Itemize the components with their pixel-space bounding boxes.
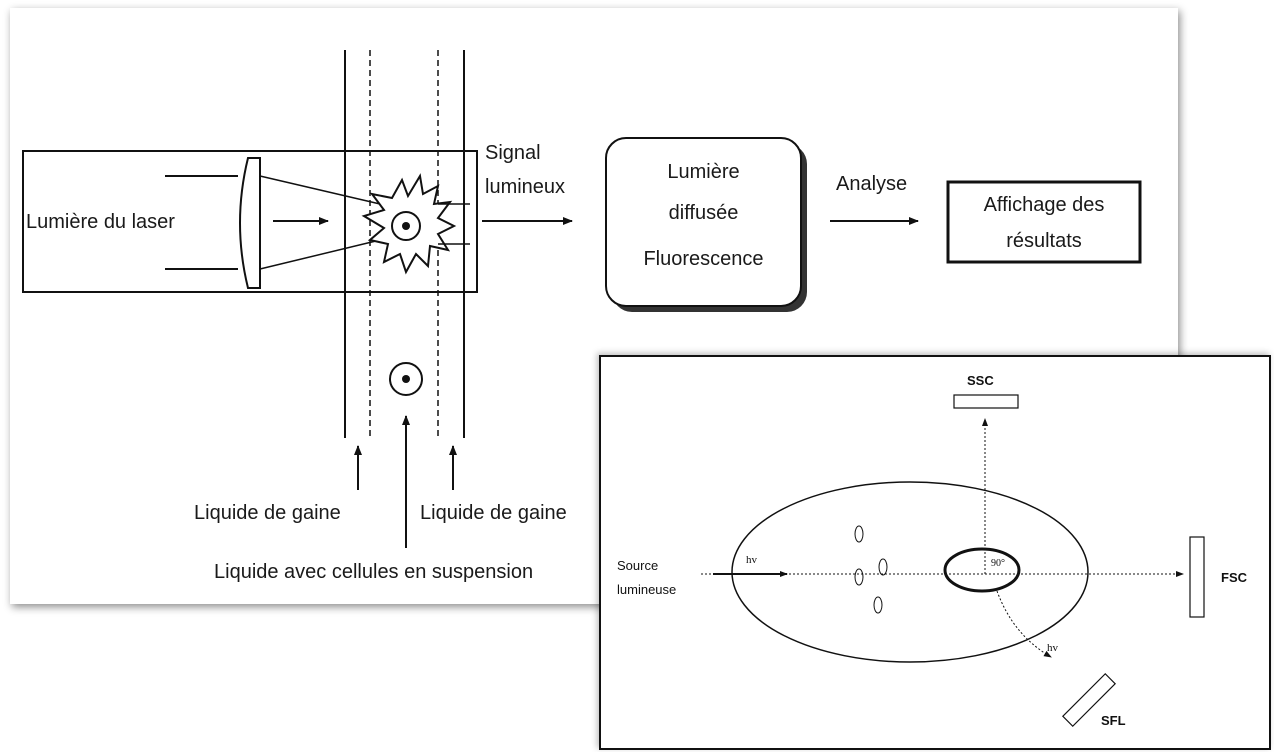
fluorescence-path xyxy=(996,590,1052,658)
flow-cytometry-diagram: Lumière du laser Signal lumineux Lumière… xyxy=(10,8,1178,604)
focus-line-top xyxy=(259,175,381,205)
angle-label: 90° xyxy=(991,558,1005,569)
detection-box xyxy=(605,137,802,307)
detection-box-line3: Fluorescence xyxy=(643,248,764,270)
ssc-detector xyxy=(953,394,1019,409)
results-box xyxy=(946,180,1142,264)
particle xyxy=(873,596,883,614)
interrogation-zone-frame xyxy=(22,150,478,293)
sfl-label: SFL xyxy=(1101,713,1126,728)
results-line2: résultats xyxy=(1006,230,1082,252)
signal-label-line2: lumineux xyxy=(485,176,566,198)
particle xyxy=(854,525,864,543)
fsc-label: FSC xyxy=(1221,570,1247,585)
particle xyxy=(854,568,864,586)
signal-label-line1: Signal xyxy=(485,142,541,164)
results-line1: Affichage des xyxy=(983,194,1105,216)
fsc-detector xyxy=(1189,536,1205,618)
sheath-label-left: Liquide de gaine xyxy=(194,502,341,524)
hv-incident-label: hv xyxy=(746,554,757,566)
source-label-line2: lumineuse xyxy=(617,582,677,597)
scatter-diagram-graphics xyxy=(701,394,1205,728)
ssc-label: SSC xyxy=(967,373,994,388)
detection-box-line2: diffusée xyxy=(668,202,739,224)
laser-lens xyxy=(239,157,261,289)
particle xyxy=(878,558,888,576)
detection-box-line1: Lumière xyxy=(667,161,740,183)
sheath-label-right: Liquide de gaine xyxy=(420,502,567,524)
analyse-label: Analyse xyxy=(836,173,908,195)
focus-line-bottom xyxy=(259,239,381,270)
central-cell xyxy=(943,547,1021,593)
flow-diagram-graphics xyxy=(22,50,1142,548)
hv-emitted-label: hv xyxy=(1047,642,1058,654)
sfl-detector xyxy=(1061,672,1117,728)
laser-label: Lumière du laser xyxy=(26,211,175,233)
flow-chamber-ellipse xyxy=(731,481,1089,663)
sample-label: Liquide avec cellules en suspension xyxy=(214,561,534,583)
second-cell-nucleus xyxy=(402,375,410,383)
cell-nucleus xyxy=(402,222,410,230)
scatter-detection-diagram: SSC FSC SFL Source lumineuse hv hv 90° xyxy=(599,355,1271,750)
source-label-line1: Source xyxy=(617,558,659,573)
